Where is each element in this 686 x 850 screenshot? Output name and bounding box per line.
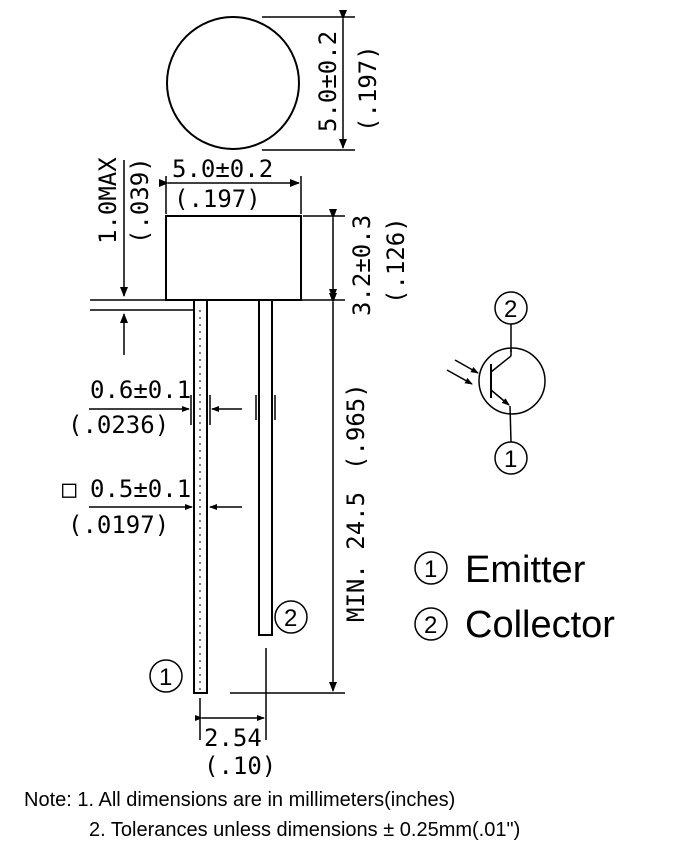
svg-text:1: 1: [504, 446, 517, 473]
svg-text:Collector: Collector: [465, 604, 615, 646]
svg-text:2: 2: [424, 612, 437, 639]
body-height-in: (.126): [382, 217, 410, 304]
svg-text:2: 2: [284, 605, 297, 632]
pitch-in: (.10): [204, 752, 276, 780]
lead-length: MIN. 24.5: [342, 492, 370, 622]
legend-item-collector: 2 Collector: [414, 604, 615, 646]
svg-text:1: 1: [159, 664, 172, 691]
lead-emitter: [190, 299, 211, 694]
flange-mm: 1.0MAX: [94, 157, 122, 244]
transistor-envelope: [478, 347, 546, 415]
top-diameter-in: (.197): [354, 45, 382, 132]
phototransistor-symbol: 2 1: [446, 291, 546, 475]
pin-legend: 1 Emitter 2 Collector: [414, 549, 615, 646]
lead-collector: [255, 299, 276, 636]
side-view: 5.0±0.2 (.197) 1.0MAX (.039) 3.2±0.3 (.1…: [62, 155, 410, 780]
lead-width-in: (.0236): [68, 411, 169, 439]
legend-item-emitter: 1 Emitter: [414, 549, 586, 591]
pin2-marker: 2: [274, 600, 308, 634]
body-height-mm: 3.2±0.3: [348, 215, 376, 316]
pitch-mm: 2.54: [204, 724, 262, 752]
package-body: [165, 215, 302, 301]
lead-width-mm: 0.6±0.1: [90, 376, 191, 404]
body-width-in: (.197): [174, 185, 261, 213]
body-width-mm: 5.0±0.2: [172, 155, 273, 183]
top-view: 5.0±0.2 (.197): [166, 10, 382, 151]
top-view-outline: [166, 16, 300, 150]
note-line-2: 2. Tolerances unless dimensions ± 0.25mm…: [89, 819, 520, 841]
lead-length-in: (.965): [342, 383, 370, 470]
top-diameter-mm: 5.0±0.2: [314, 31, 342, 132]
lead-square-symbol: □: [62, 475, 77, 503]
lead-square-in: (.0197): [68, 511, 169, 539]
note-line-1: Note: 1. All dimensions are in millimete…: [24, 789, 455, 811]
pin1-marker: 1: [149, 659, 183, 693]
flange-in: (.039): [126, 157, 154, 244]
notes: Note: 1. All dimensions are in millimete…: [24, 789, 520, 841]
svg-text:2: 2: [504, 296, 517, 323]
svg-text:1: 1: [424, 556, 437, 583]
lead-square-mm: 0.5±0.1: [90, 475, 191, 503]
svg-text:Emitter: Emitter: [465, 549, 586, 591]
